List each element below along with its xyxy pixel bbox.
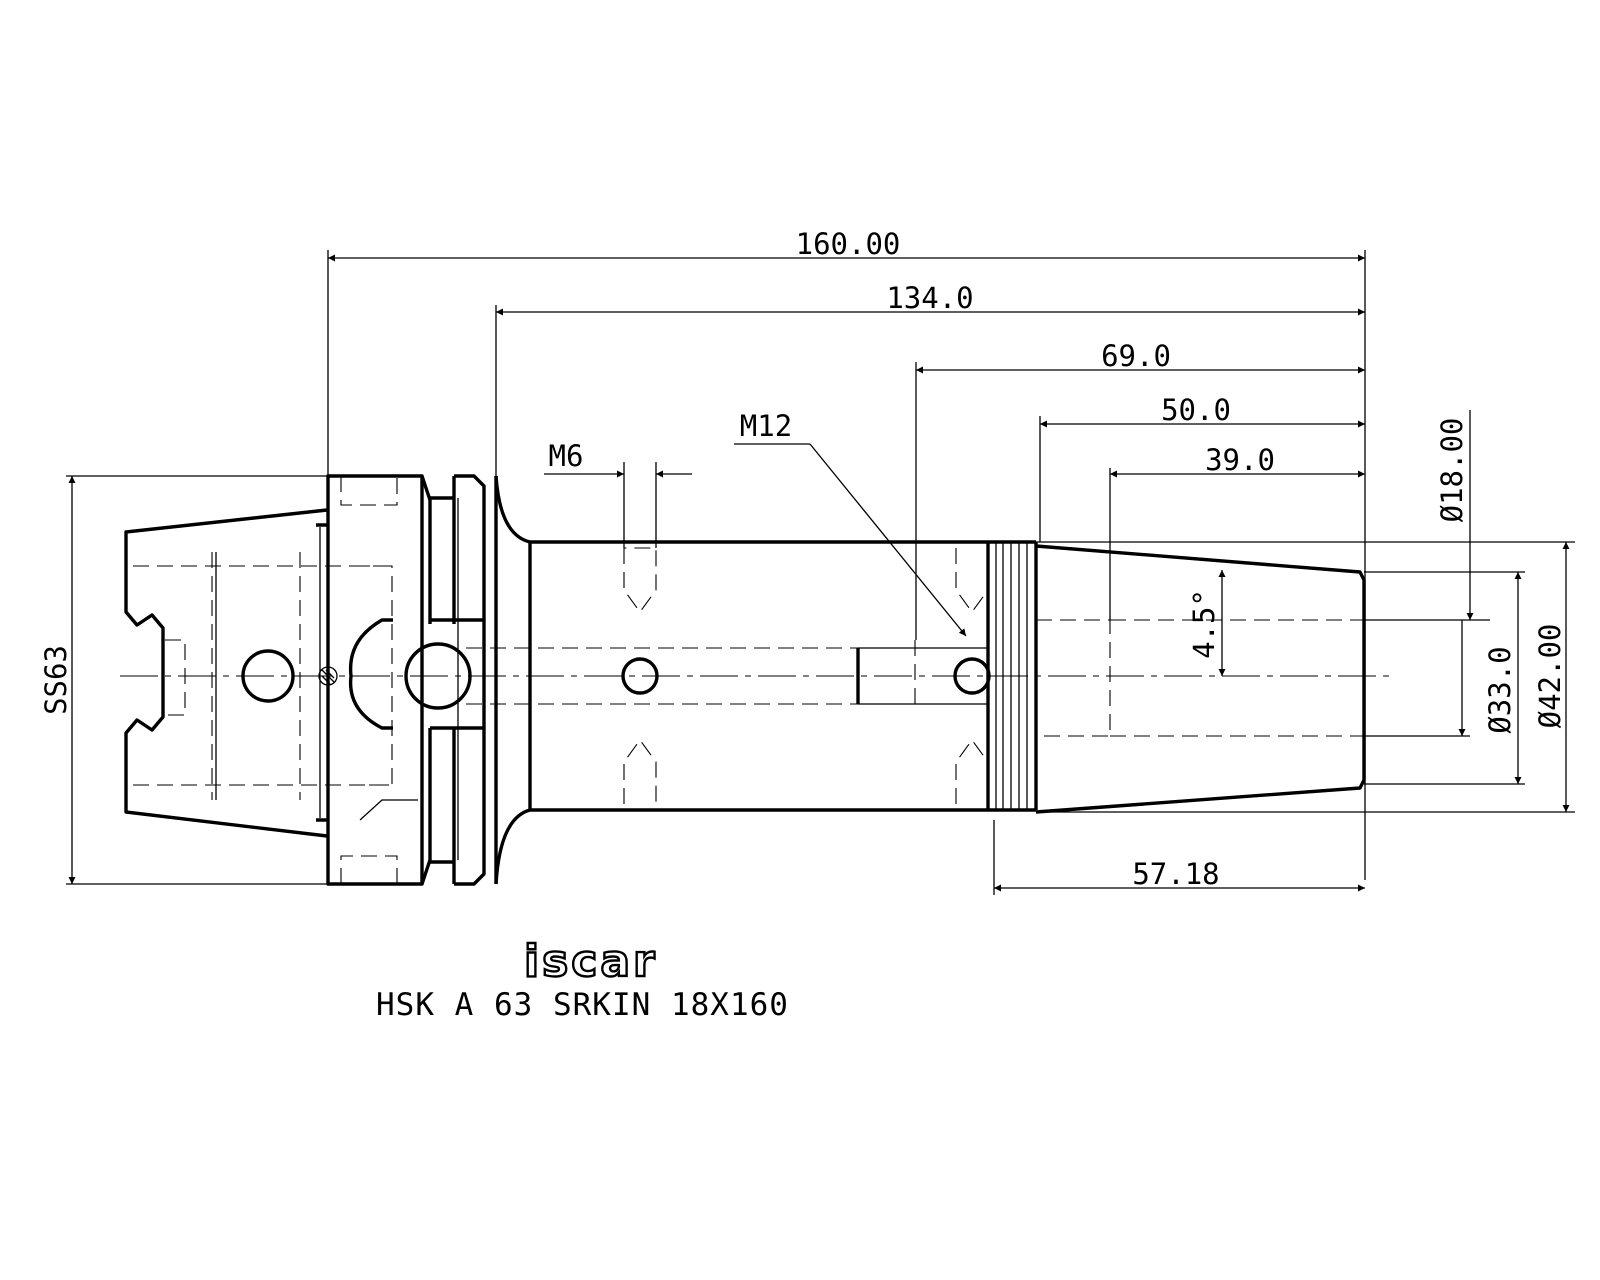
- dim-dia-33: Ø33.0: [1483, 646, 1517, 733]
- label-m6: M6: [549, 439, 584, 473]
- dimensions: [66, 250, 1575, 895]
- label-ss63: SS63: [39, 645, 73, 715]
- label-m12: M12: [740, 409, 792, 443]
- taper-nose: [1035, 544, 1366, 814]
- brand-logo: iscar: [523, 935, 658, 988]
- hsk-shank: [124, 474, 486, 886]
- dim-overall-length: 160.00: [796, 227, 901, 261]
- part-name: HSK A 63 SRKIN 18X160: [376, 987, 789, 1023]
- dim-shank-length: 134.0: [886, 281, 973, 315]
- dim-39: 39.0: [1205, 443, 1275, 477]
- dim-69: 69.0: [1101, 339, 1171, 373]
- dim-50: 50.0: [1161, 393, 1231, 427]
- dim-dia-18: Ø18.00: [1435, 418, 1469, 523]
- dim-dia-42: Ø42.00: [1533, 624, 1567, 729]
- holder-body: [466, 475, 1450, 885]
- svg-text:iscar: iscar: [524, 936, 658, 987]
- dim-57: 57.18: [1132, 857, 1219, 891]
- dim-taper-angle: 4.5°: [1187, 589, 1221, 659]
